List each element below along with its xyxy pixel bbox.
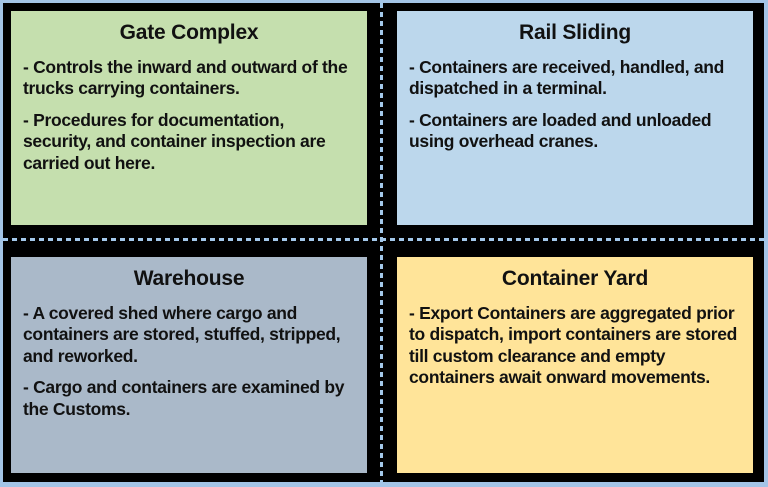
panel-paragraph: - Procedures for documentation, security… — [23, 109, 326, 173]
horizontal-dashed-divider — [3, 238, 764, 241]
panel-warehouse: Warehouse - A covered shed where cargo a… — [11, 257, 367, 473]
vertical-dashed-divider — [380, 3, 383, 482]
panel-paragraph: - Cargo and containers are examined by t… — [23, 377, 345, 419]
panel-title: Warehouse — [133, 267, 245, 290]
panel-title: Gate Complex — [119, 21, 259, 44]
panel-gate-complex: Gate Complex - Controls the inward and o… — [11, 11, 367, 225]
panel-paragraph: - Containers are received, handled, and … — [409, 57, 725, 99]
panel-container-yard: Container Yard - Export Containers are a… — [397, 257, 753, 473]
panel-paragraph: - A covered shed where cargo and contain… — [23, 303, 341, 366]
panel-rail-sliding: Rail Sliding - Containers are received, … — [397, 11, 753, 225]
panel-paragraph: - Containers are loaded and unloaded usi… — [409, 109, 712, 152]
panel-title: Rail Sliding — [519, 21, 631, 44]
panel-paragraph: - Controls the inward and outward of the… — [23, 57, 348, 99]
panel-title: Container Yard — [501, 267, 649, 290]
panel-paragraph: - Export Containers are aggregated prior… — [409, 303, 738, 388]
